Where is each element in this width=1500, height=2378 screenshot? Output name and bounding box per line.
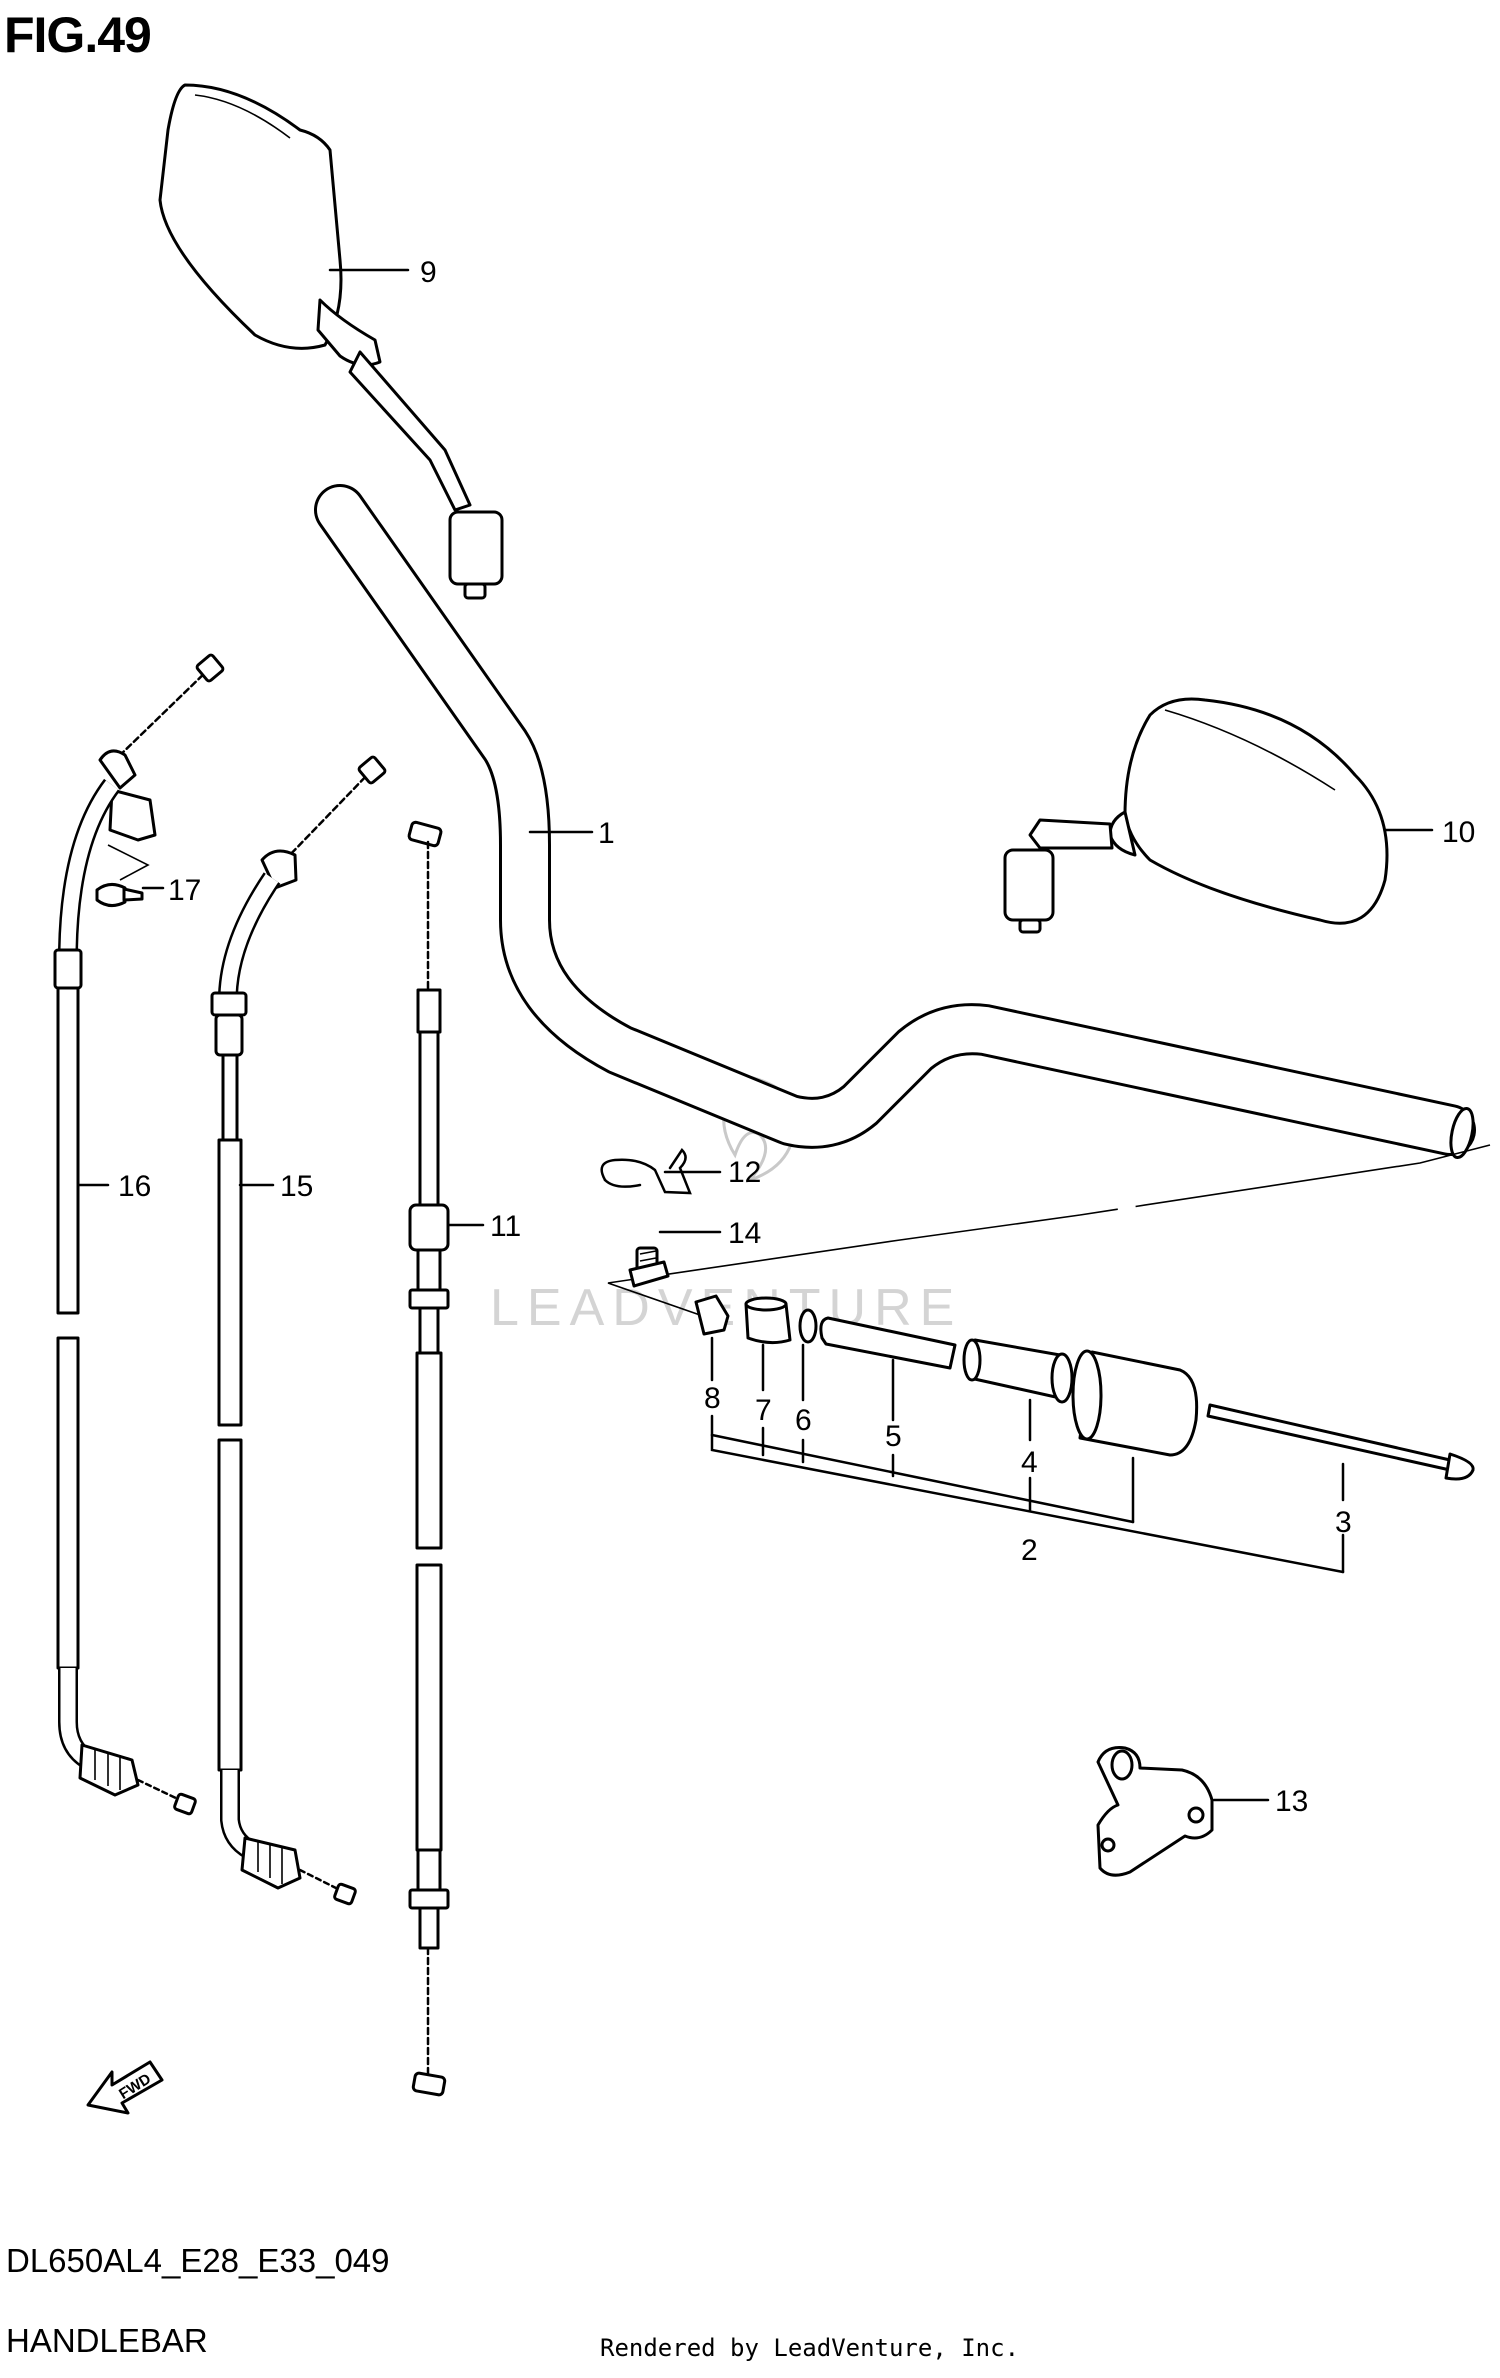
part-3-screw [1206, 1403, 1452, 1472]
callout-16: 16 [118, 1170, 151, 1203]
bar-end-weight-assembly[interactable] [694, 1294, 1475, 1481]
alignment-lines [607, 1144, 1491, 1316]
callout-1: 1 [598, 817, 615, 850]
callout-17: 17 [168, 874, 201, 907]
callout-8: 8 [704, 1382, 721, 1415]
throttle-cable-15[interactable] [210, 755, 387, 1906]
callout-4: 4 [1021, 1446, 1038, 1479]
clip[interactable] [600, 1148, 692, 1195]
callout-10: 10 [1442, 816, 1475, 849]
figure-title: FIG.49 [4, 7, 152, 63]
clutch-cable-11[interactable] [407, 820, 450, 2097]
bracket[interactable] [1096, 1746, 1214, 1877]
callout-2: 2 [1021, 1534, 1038, 1567]
callout-7: 7 [755, 1394, 772, 1427]
handlebar-tube[interactable] [314, 484, 1477, 1160]
part-2-outer-weight [1078, 1350, 1199, 1457]
part-6-washer [798, 1308, 818, 1344]
right-mirror[interactable] [1003, 697, 1389, 934]
screw-17[interactable] [95, 883, 144, 907]
callout-15: 15 [280, 1170, 313, 1203]
bolt[interactable] [628, 1246, 670, 1288]
watermark-text: LEADVENTURE [490, 1279, 962, 1337]
part-4-inner-weight [968, 1338, 1062, 1400]
left-mirror[interactable] [158, 83, 504, 600]
callout-11: 11 [490, 1210, 521, 1243]
assembly-leader-lines [710, 1336, 1345, 1574]
diagram-code: DL650AL4_E28_E33_049 [6, 2242, 390, 2279]
callout-6: 6 [795, 1404, 812, 1437]
callout-labels: 9 10 1 11 12 14 13 15 16 17 8 7 6 5 4 2 … [118, 256, 1475, 1818]
callout-5: 5 [885, 1420, 902, 1453]
throttle-cable-16[interactable] [53, 653, 225, 1816]
callout-13: 13 [1275, 1785, 1308, 1818]
part-8-nut [694, 1294, 730, 1336]
callout-9: 9 [420, 256, 437, 289]
diagram-name: HANDLEBAR [6, 2322, 208, 2359]
render-credit: Rendered by LeadVenture, Inc. [600, 2334, 1020, 2362]
callout-3: 3 [1335, 1506, 1352, 1539]
callout-leaders [76, 268, 1434, 1802]
fwd-direction-arrow: FWD [86, 2060, 164, 2115]
callout-14: 14 [728, 1217, 761, 1250]
part-5-sleeve [819, 1316, 957, 1370]
callout-12: 12 [728, 1156, 761, 1189]
